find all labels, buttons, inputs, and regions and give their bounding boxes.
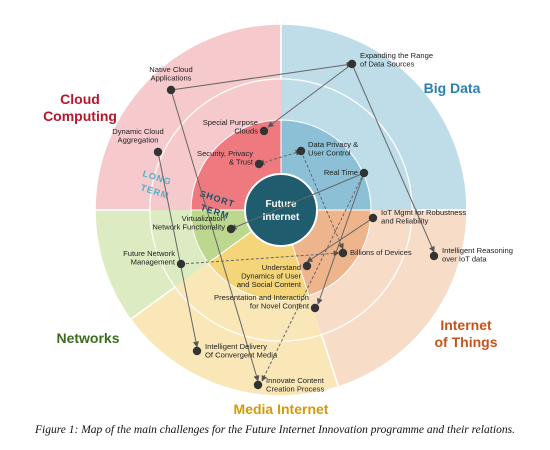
future-internet-core: [244, 173, 318, 247]
arrow-native-cloud-to-innovate: [170, 89, 260, 382]
arrow-dynamic-cloud-to-intelligent-delivery: [157, 151, 199, 348]
arrow-real-time-to-innovate: [261, 172, 365, 382]
sector-networks-mid-ring: [150, 210, 209, 287]
core-label-line2: Internet: [263, 212, 300, 223]
node-dot-security: [254, 159, 264, 169]
arrow-real-time-to-presentation: [316, 172, 365, 305]
node-dot-virtualization: [226, 224, 236, 234]
node-dot-special-purpose: [259, 126, 269, 136]
arrow-expanding-to-intelligent-reasoning: [351, 63, 435, 253]
node-dot-data-privacy: [296, 146, 306, 156]
sector-cloud-mid-ring: [150, 79, 281, 210]
arrow-data-privacy-to-security: [258, 149, 302, 166]
arrow-native-cloud-to-expanding: [170, 61, 353, 91]
node-dot-billions: [338, 248, 348, 258]
sector-media-mid-ring: [175, 262, 322, 342]
arrow-real-time-to-virtualization: [230, 172, 365, 230]
node-label-data-privacy: Data Privacy &User Control: [308, 140, 358, 158]
node-dot-expanding: [347, 59, 357, 69]
node-dot-intelligent-delivery: [192, 346, 202, 356]
relation-arrows: [157, 61, 435, 382]
node-dot-dynamic-cloud: [153, 147, 163, 157]
node-dot-presentation: [310, 303, 320, 313]
arrow-future-network-to-billions: [180, 250, 340, 265]
node-label-billions: Billions of Devices: [350, 248, 412, 257]
node-label-security: Security, Privacy& Trust: [197, 149, 254, 167]
figure-caption: Figure 1: Map of the main challenges for…: [35, 424, 515, 436]
sector-bigdata-mid-ring: [281, 79, 412, 210]
node-dot-understand: [302, 261, 312, 271]
core-label-line1: Future: [265, 199, 297, 210]
sector-iot-mid-ring: [308, 210, 413, 335]
node-dot-innovate: [253, 380, 263, 390]
arrow-expanding-to-special-purpose: [267, 63, 353, 128]
arrow-data-privacy-to-billions: [300, 150, 344, 250]
node-dot-real-time: [359, 168, 369, 178]
sector-label-networks: Networks: [56, 330, 119, 346]
sector-layer: [94, 23, 468, 397]
node-dot-iot-mgmt: [368, 213, 378, 223]
node-dot-native-cloud: [166, 85, 176, 95]
node-dot-intelligent-reasoning: [429, 251, 439, 261]
long-term-ring-boundary: [149, 78, 413, 342]
node-label-real-time: Real Time: [324, 168, 358, 177]
sector-label-bigdata: Big Data: [424, 80, 481, 96]
node-dot-future-network: [176, 259, 186, 269]
sector-label-media: Media Internet: [234, 401, 329, 417]
